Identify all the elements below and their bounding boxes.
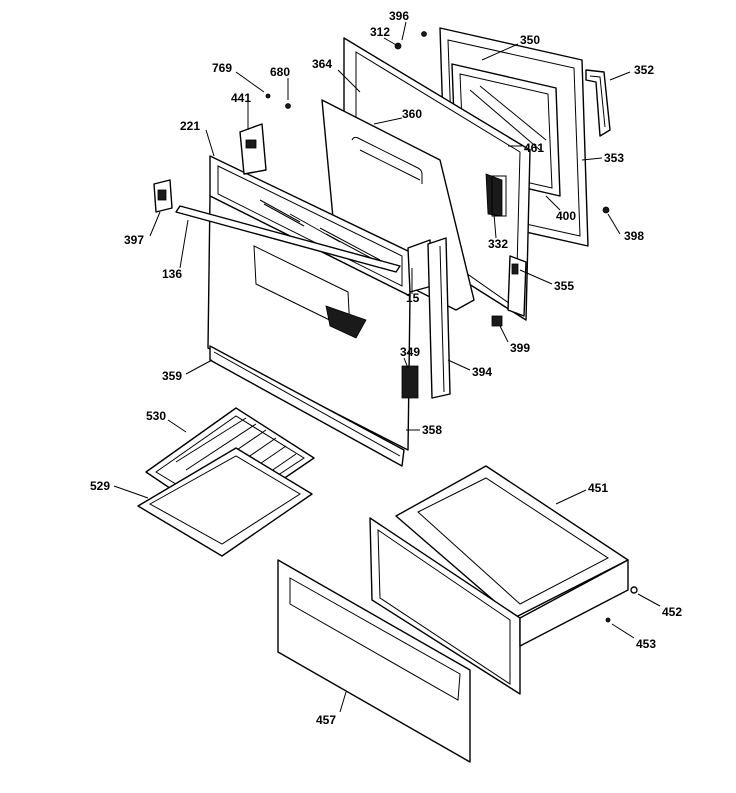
callout-136: 136 — [162, 267, 182, 281]
callout-221: 221 — [180, 119, 200, 133]
callout-350: 350 — [520, 33, 540, 47]
hinge-assembly-355 — [507, 255, 527, 317]
callout-312: 312 — [370, 25, 390, 39]
callout-364: 364 — [312, 57, 332, 71]
door-handle-136 — [175, 205, 401, 273]
broiler-pan-529 — [137, 447, 313, 557]
callout-15: 15 — [406, 291, 420, 305]
drawer-front-panel-457 — [277, 559, 471, 763]
gasket-strip-352 — [585, 69, 611, 137]
callout-labels: 396 312 350 352 769 680 364 441 360 221 … — [90, 9, 682, 727]
callout-332: 332 — [488, 237, 508, 251]
bumper-399 — [491, 315, 503, 327]
hinge-bracket-441 — [239, 123, 267, 175]
side-trim-394 — [427, 237, 451, 399]
callout-359: 359 — [162, 369, 182, 383]
callout-453: 453 — [636, 637, 656, 651]
callout-530: 530 — [146, 409, 166, 423]
callout-397: 397 — [124, 233, 144, 247]
callout-400: 400 — [556, 209, 576, 223]
callout-394: 394 — [472, 365, 492, 379]
insulation-pad-349 — [401, 365, 419, 399]
callout-680: 680 — [270, 65, 290, 79]
callout-358: 358 — [422, 423, 442, 437]
callout-352: 352 — [634, 63, 654, 77]
callout-349: 349 — [400, 345, 420, 359]
fastener-screws — [265, 31, 638, 623]
callout-529: 529 — [90, 479, 110, 493]
storage-drawer-451 — [369, 465, 629, 695]
callout-457: 457 — [316, 713, 336, 727]
leader-lines — [113, 21, 661, 713]
callout-360: 360 — [402, 107, 422, 121]
callout-396: 396 — [389, 9, 409, 23]
callout-452: 452 — [662, 605, 682, 619]
callout-441: 441 — [231, 91, 251, 105]
callout-461: 461 — [524, 141, 544, 155]
callout-769: 769 — [212, 61, 232, 75]
bracket-397 — [153, 179, 173, 213]
callout-353: 353 — [604, 151, 624, 165]
callout-399: 399 — [510, 341, 530, 355]
callout-355: 355 — [554, 279, 574, 293]
callout-398: 398 — [624, 229, 644, 243]
callout-451: 451 — [588, 481, 608, 495]
